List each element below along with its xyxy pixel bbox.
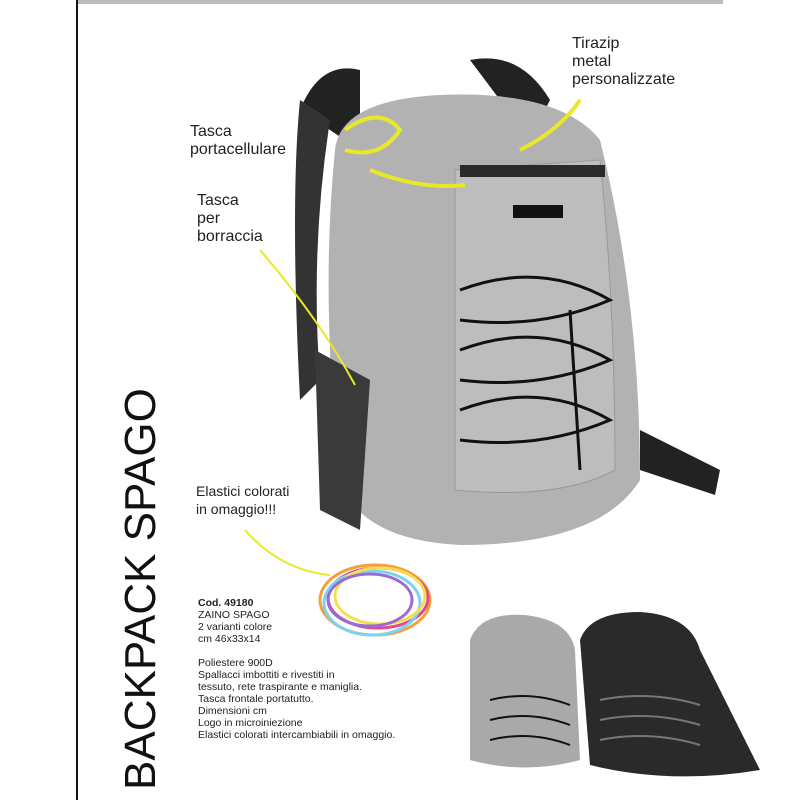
- page-title: BACKPACK SPAGO: [116, 388, 165, 790]
- annotation-line: per: [197, 210, 221, 227]
- product-variants: 2 varianti colore: [198, 621, 273, 633]
- spec-line: Logo in microiniezione: [198, 717, 303, 729]
- annotation-line: metal: [572, 53, 612, 70]
- grey-variant-image: [470, 614, 580, 768]
- annotation-line: borraccia: [197, 228, 263, 245]
- black-variant-image: [580, 612, 760, 777]
- spec-line: Dimensioni cm: [198, 705, 267, 717]
- product-size: cm 46x33x14: [198, 633, 261, 645]
- spec-line: Tasca frontale portatutto.: [198, 693, 314, 705]
- annotation-line: in omaggio!!!: [196, 501, 277, 517]
- main-backpack-image: [259, 58, 720, 545]
- annotation-line: personalizzate: [572, 71, 676, 88]
- product-specs: Cod. 49180 ZAINO SPAGO 2 varianti colore…: [198, 597, 395, 741]
- annotation-line: Tasca: [197, 192, 239, 209]
- annotation-portacellulare: Tasca portacellulare: [190, 123, 286, 159]
- left-border: [76, 0, 78, 800]
- annotation-elastici: Elastici colorati in omaggio!!!: [196, 482, 289, 518]
- top-border: [76, 0, 723, 4]
- product-name: ZAINO SPAGO: [198, 609, 270, 621]
- annotation-borraccia: Tasca per borraccia: [197, 192, 263, 246]
- spec-line: Poliestere 900D: [198, 657, 273, 669]
- elastic-bands-image: [244, 529, 432, 637]
- spec-line: tessuto, rete traspirante e maniglia.: [198, 681, 363, 693]
- annotation-line: Tasca: [190, 123, 232, 140]
- annotation-line: portacellulare: [190, 141, 287, 158]
- annotation-line: Tirazip: [572, 35, 620, 52]
- spec-line: Spallacci imbottiti e rivestiti in: [198, 669, 335, 681]
- annotation-tirazip: Tirazip metal personalizzate: [572, 35, 675, 89]
- product-code: Cod. 49180: [198, 597, 254, 609]
- spec-line: Elastici colorati intercambiabili in oma…: [198, 729, 396, 741]
- annotation-line: Elastici colorati: [196, 483, 290, 499]
